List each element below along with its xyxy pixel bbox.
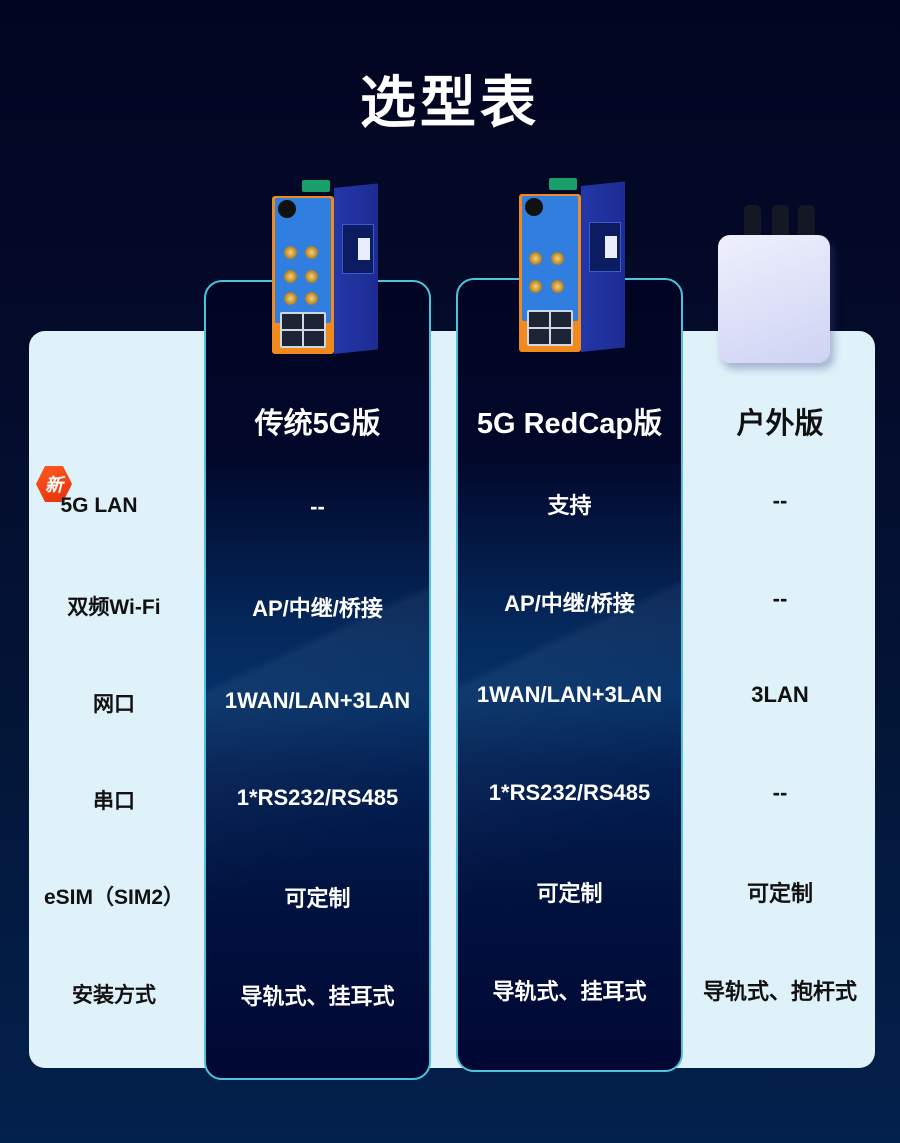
- cell-outdoor-5g-lan: --: [772, 488, 788, 513]
- column-header-traditional-5g: 传统5G版: [254, 408, 381, 440]
- row-label-5g-lan: 5G LAN: [60, 494, 138, 517]
- cell-redcap-mounting: 导轨式、挂耳式: [492, 979, 647, 1004]
- cell-redcap-wifi: AP/中继/桥接: [504, 591, 635, 616]
- outdoor-device-image: [718, 205, 858, 365]
- traditional-5g-router-image: [272, 180, 382, 354]
- redcap-router-image: [519, 178, 629, 352]
- column-5g-redcap: [456, 278, 683, 1072]
- cell-outdoor-serial: --: [772, 780, 788, 805]
- cell-traditional-5g-lan: --: [310, 494, 325, 519]
- cell-traditional-esim: 可定制: [284, 886, 351, 911]
- row-label-mounting: 安装方式: [72, 984, 156, 1007]
- column-header-redcap: 5G RedCap版: [476, 408, 663, 440]
- cell-outdoor-esim: 可定制: [746, 881, 813, 906]
- comparison-panel: [29, 331, 875, 1068]
- cell-traditional-serial: 1*RS232/RS485: [236, 785, 399, 810]
- cell-traditional-mounting: 导轨式、挂耳式: [240, 984, 395, 1009]
- cell-redcap-ethernet: 1WAN/LAN+3LAN: [476, 682, 663, 707]
- cell-traditional-ethernet: 1WAN/LAN+3LAN: [224, 688, 411, 713]
- cell-outdoor-mounting: 导轨式、抱杆式: [702, 979, 857, 1004]
- page-title: 选型表: [360, 71, 540, 134]
- cell-traditional-wifi: AP/中继/桥接: [252, 596, 383, 621]
- column-header-outdoor: 户外版: [736, 408, 824, 440]
- row-label-ethernet: 网口: [93, 693, 135, 716]
- cell-outdoor-ethernet: 3LAN: [751, 682, 809, 707]
- cell-redcap-5g-lan: 支持: [547, 493, 592, 518]
- cell-redcap-serial: 1*RS232/RS485: [488, 780, 651, 805]
- column-traditional-5g: [204, 280, 431, 1080]
- row-label-esim: eSIM（SIM2）: [43, 886, 185, 909]
- new-badge-icon: 新: [36, 466, 72, 502]
- cell-redcap-esim: 可定制: [536, 881, 603, 906]
- row-label-serial: 串口: [93, 790, 135, 813]
- cell-outdoor-wifi: --: [772, 586, 788, 611]
- row-label-wifi: 双频Wi-Fi: [67, 596, 161, 619]
